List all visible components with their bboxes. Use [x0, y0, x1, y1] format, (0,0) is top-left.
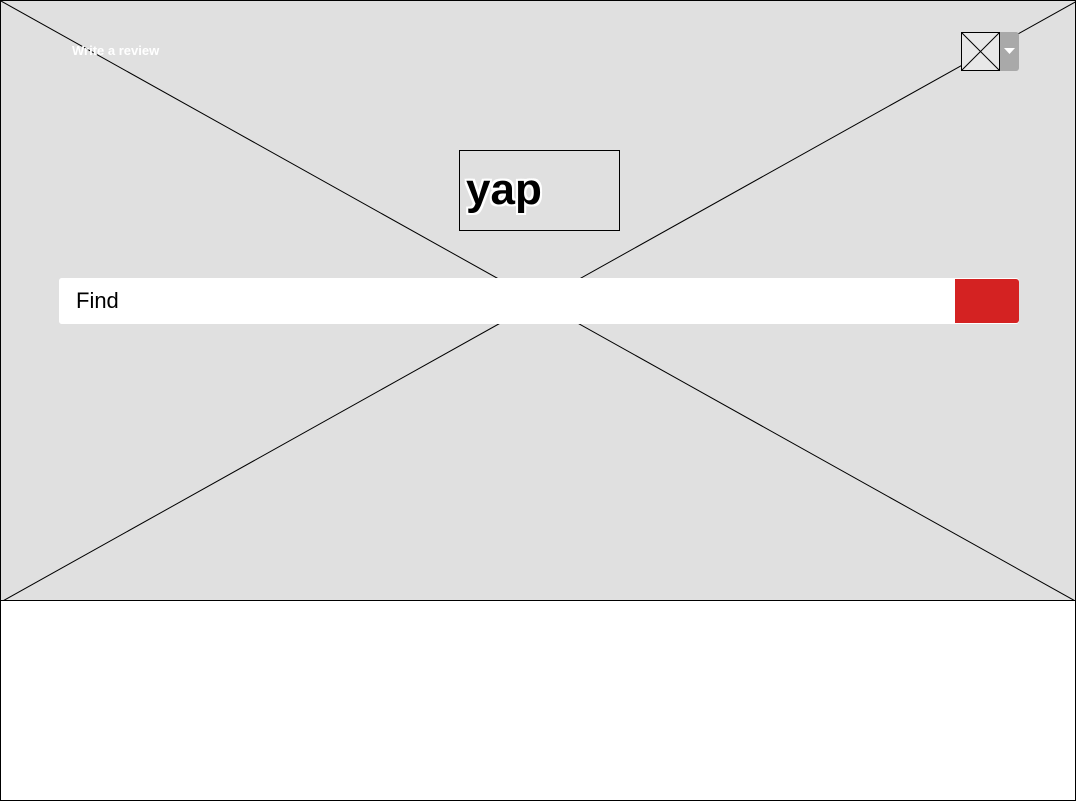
image-placeholder-icon — [962, 33, 999, 70]
content-panel — [0, 600, 1076, 801]
write-review-link[interactable]: Write a review — [72, 43, 160, 58]
user-menu-dropdown-button[interactable] — [1000, 32, 1019, 71]
logo-text: yap — [466, 165, 542, 214]
caret-down-icon — [1004, 48, 1015, 54]
user-avatar[interactable] — [961, 32, 1000, 71]
search-bar — [59, 278, 1019, 324]
search-input[interactable] — [59, 278, 955, 324]
hero-banner: Write a review yap — [0, 0, 1076, 602]
logo[interactable]: yap — [459, 150, 620, 231]
search-button[interactable] — [955, 279, 1019, 323]
